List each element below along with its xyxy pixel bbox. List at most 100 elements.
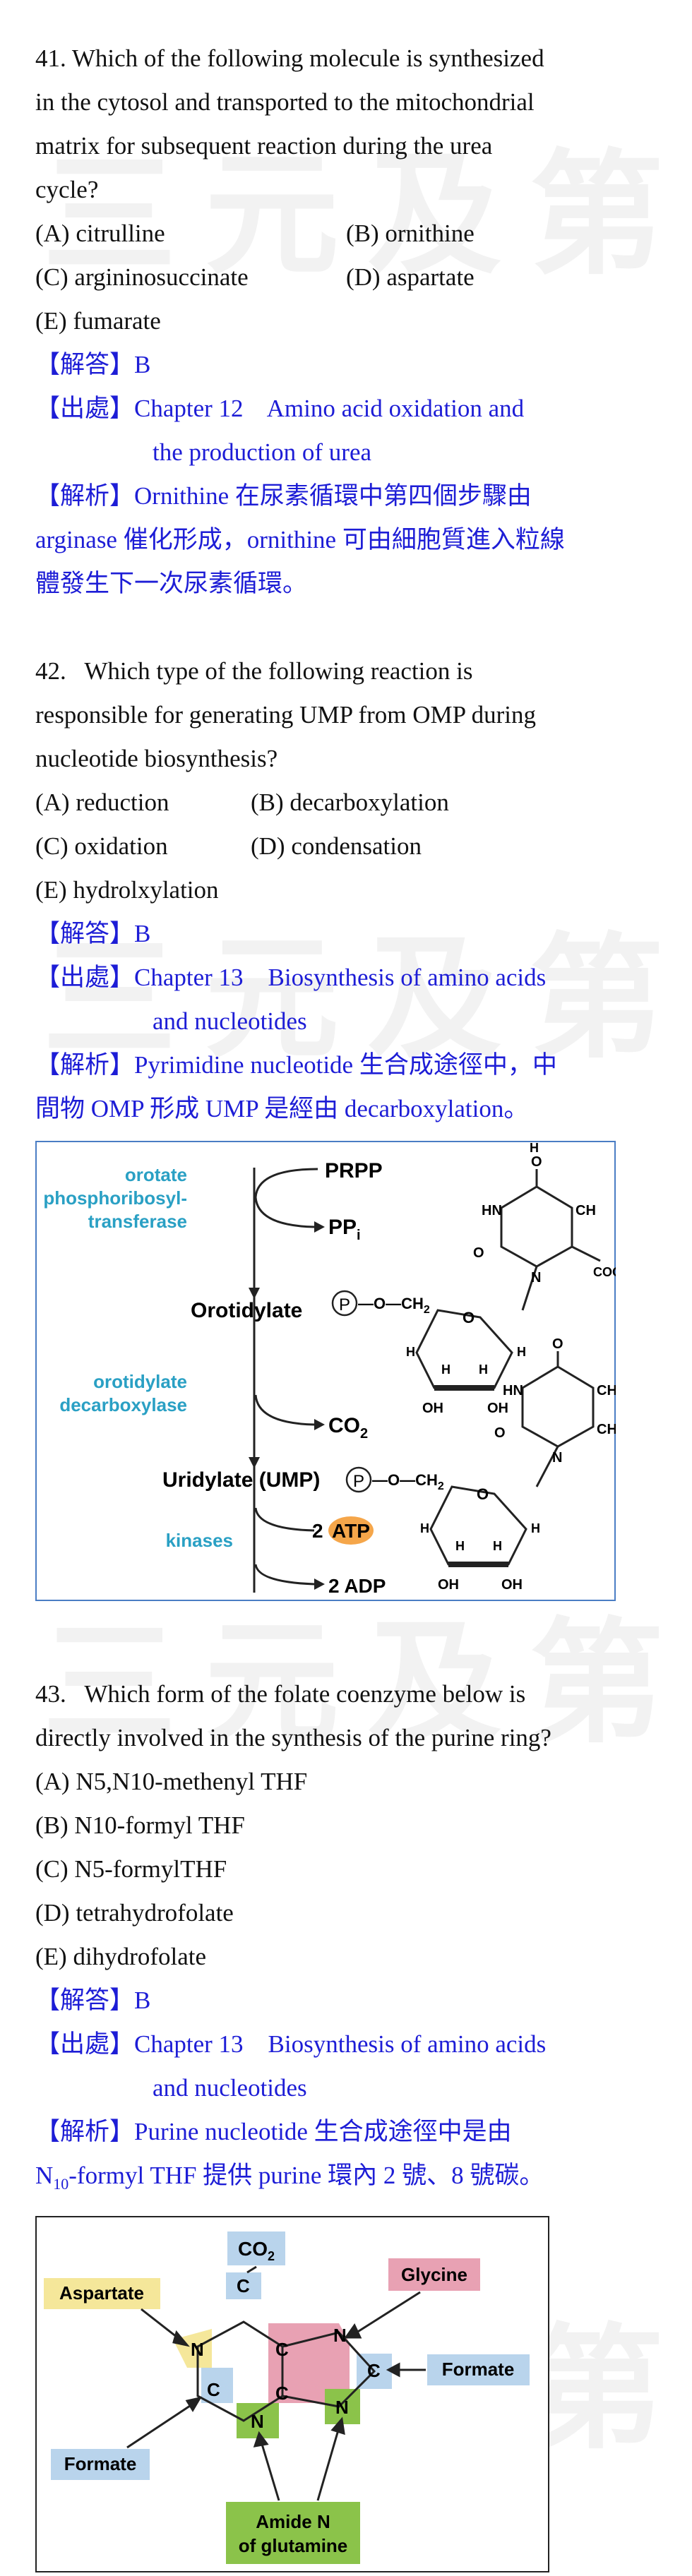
explanation-text: 間物 OMP 形成 UMP 是經由 decarboxylation。 <box>35 1095 529 1122</box>
source-tag: 【出處】 <box>35 395 135 422</box>
ch2-text: —O—CH <box>372 1471 438 1489</box>
question-stem: cycle? <box>35 176 99 203</box>
option-b: (B) N10-formyl THF <box>35 1811 245 1839</box>
explanation-text: Purine nucleotide 生合成途徑中是由 <box>134 2118 512 2145</box>
orotidylate-label: Orotidylate <box>191 1299 302 1322</box>
source-line: 【出處】Chapter 13 Biosynthesis of amino aci… <box>35 956 664 1000</box>
hn-label: HN <box>482 1203 502 1218</box>
co2-arrow <box>254 1394 315 1426</box>
option-e: (E) dihydrofolate <box>35 1943 206 1970</box>
adp-label: 2 ADP <box>328 1575 386 1597</box>
atom-c: C <box>207 2379 220 2400</box>
atp-count: 2 <box>312 1520 323 1542</box>
explanation-text: arginase 催化形成，ornithine 可由細胞質進入粒線 <box>35 526 565 553</box>
source-text-cont: and nucleotides <box>153 1007 307 1035</box>
explanation-tag: 【解析】 <box>35 2118 135 2145</box>
co2-text: CO <box>238 2238 268 2260</box>
formate-label: Formate <box>442 2359 515 2380</box>
explanation-text: -formyl THF 提供 purine 環內 2 號、8 號碳。 <box>68 2162 544 2189</box>
co2-label: CO2 <box>328 1414 368 1442</box>
co2-sub: 2 <box>360 1426 368 1442</box>
coo-label: COO <box>593 1265 616 1279</box>
formate-label: Formate <box>64 2453 137 2474</box>
enzyme-label: phosphoribosyl- <box>43 1187 187 1209</box>
arrowhead <box>249 1288 260 1299</box>
question-stem: in the cytosol and transported to the mi… <box>35 88 535 116</box>
ch-label: CH <box>575 1203 596 1218</box>
explanation-line: 【解析】Ornithine 在尿素循環中第四個步驟由 <box>35 474 664 518</box>
option-c: (C) oxidation <box>35 832 168 860</box>
watermark: 三元及第 <box>42 921 692 1077</box>
option-d: (D) aspartate <box>346 263 475 291</box>
ch2-sub: 2 <box>424 1304 430 1316</box>
explanation-sub: 10 <box>53 2175 69 2193</box>
explanation-text: 體發生下一次尿素循環。 <box>35 570 308 597</box>
explanation-line: 【解析】Pyrimidine nucleotide 生合成途徑中，中 <box>35 1043 664 1087</box>
option-b: (B) decarboxylation <box>251 789 449 816</box>
co2-origin-highlight <box>226 2272 261 2299</box>
atom-c: C <box>367 2360 381 2381</box>
n-label: N <box>552 1450 562 1466</box>
prpp-arrow <box>254 1168 318 1228</box>
ch2-label: —O—CH2 <box>358 1295 430 1316</box>
ch-label: CH <box>597 1422 616 1437</box>
option-row: (C) argininosuccinate (D) aspartate <box>35 256 664 299</box>
o-label: O <box>552 1336 563 1352</box>
aspartate-box <box>44 2278 160 2309</box>
ppi-sub: i <box>357 1228 361 1243</box>
option-d: (D) condensation <box>251 832 422 860</box>
option-a: (A) citrulline <box>35 220 165 247</box>
formate-origin-highlight <box>201 2368 233 2403</box>
h-label: H <box>531 1521 540 1535</box>
arrowhead <box>314 1419 325 1430</box>
h-label: H <box>493 1539 502 1553</box>
question-stem: 43. Which form of the folate coenzyme be… <box>35 1680 526 1708</box>
h-label: H <box>441 1362 451 1377</box>
atom-n: N <box>333 2325 347 2346</box>
source-arrows <box>126 2265 426 2501</box>
answer-tag: 【解答】 <box>35 920 135 947</box>
hn-label: HN <box>503 1383 523 1398</box>
option-a: (A) N5,N10-methenyl THF <box>35 1768 308 1795</box>
glycine-origin-highlight <box>268 2323 350 2403</box>
source-text: Chapter 13 Biosynthesis of amino acids <box>134 964 547 991</box>
co2-box <box>227 2231 285 2265</box>
glutamine-box <box>226 2502 360 2564</box>
question-stem: nucleotide biosynthesis? <box>35 745 278 772</box>
atom-c: C <box>275 2339 289 2360</box>
option-row: (A) citrulline(B) ornithine <box>35 212 664 256</box>
answer-tag: 【解答】 <box>35 351 135 378</box>
source-line: 【出處】Chapter 13 Biosynthesis of amino aci… <box>35 2023 664 2066</box>
phosphate-label: P <box>353 1472 364 1491</box>
ppi-text: PP <box>328 1216 357 1239</box>
amide-label: Amide N <box>256 2511 330 2532</box>
bond <box>535 1446 559 1487</box>
option-a: (A) reduction <box>35 789 169 816</box>
enzyme-label: orotate <box>125 1164 187 1185</box>
question-stem: directly involved in the synthesis of th… <box>35 1724 551 1751</box>
glycine-label: Glycine <box>401 2264 467 2285</box>
atom-n: N <box>191 2339 204 2360</box>
phosphate-icon <box>331 1290 358 1317</box>
option-c: (C) argininosuccinate <box>35 263 249 291</box>
option-c: (C) N5-formylTHF <box>35 1855 227 1883</box>
source-line: 【出處】Chapter 12 Amino acid oxidation and <box>35 387 664 431</box>
watermark: 三元及第 <box>42 1605 692 1761</box>
purine-ring-diagram: N C C C C N N C N CO2 Aspartate Glycine … <box>35 2216 549 2572</box>
oh-label: OH <box>422 1401 443 1416</box>
aspartate-label: Aspartate <box>59 2282 144 2304</box>
prpp-label: PRPP <box>325 1159 383 1182</box>
enzyme-label: kinases <box>166 1530 233 1551</box>
h-label: H <box>479 1362 488 1377</box>
phosphate-icon <box>345 1466 372 1493</box>
watermark: 三元及第 <box>42 137 692 293</box>
enzyme-label: decarboxylase <box>59 1394 187 1415</box>
n-label: N <box>531 1270 541 1286</box>
explanation-tag: 【解析】 <box>35 482 135 510</box>
h-label: H <box>406 1345 415 1359</box>
purine-ring-figure: N C C C C N N C N CO2 Aspartate Glycine … <box>35 2216 664 2576</box>
ch2-text: —O—CH <box>358 1295 424 1312</box>
ch2-sub: 2 <box>438 1480 444 1492</box>
explanation-tag: 【解析】 <box>35 1051 135 1079</box>
atom-n: N <box>251 2411 264 2432</box>
